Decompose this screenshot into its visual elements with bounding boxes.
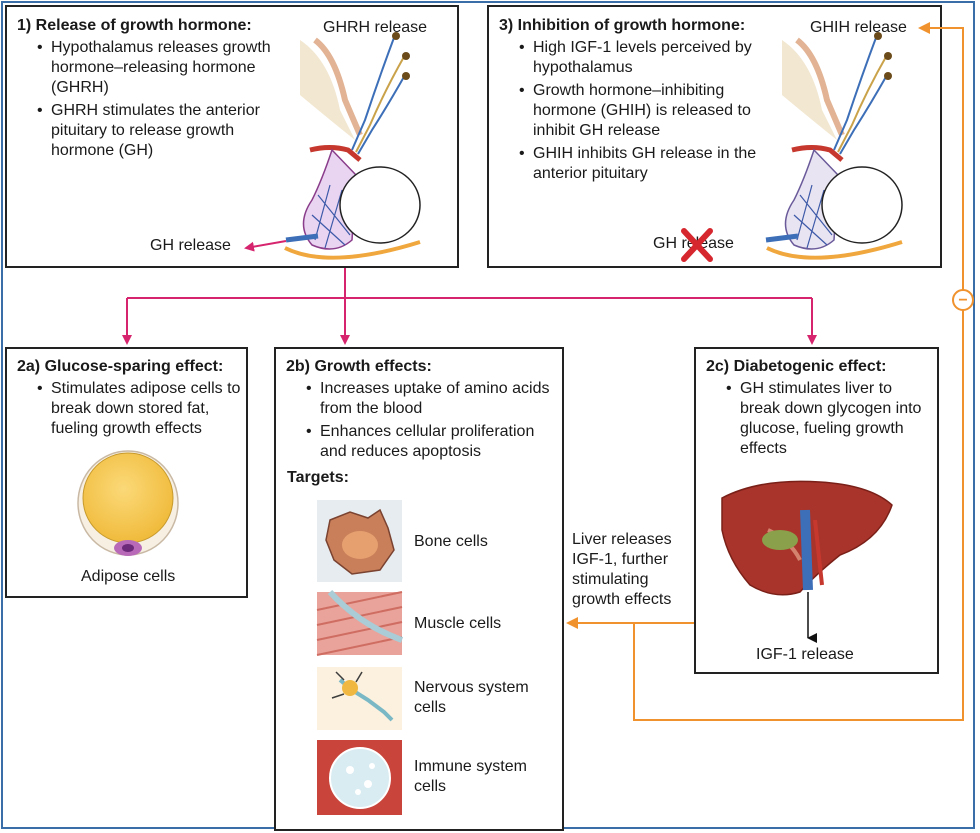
panel-glucose-sparing-bullets: Stimulates adipose cells to break down s…: [35, 379, 245, 442]
bullet: Stimulates adipose cells to break down s…: [35, 379, 245, 439]
igf1-release-label: IGF-1 release: [756, 646, 854, 663]
panel-inhibition-gh-title: 3) Inhibition of growth hormone:: [499, 17, 746, 34]
target-label-muscle: Muscle cells: [414, 615, 502, 632]
bullet: Enhances cellular proliferation and redu…: [304, 422, 562, 462]
bullet: GHRH stimulates the anterior pituitary t…: [35, 101, 285, 161]
pituitary-gland-icon: [284, 32, 421, 260]
panel-diabetogenic-bullets: GH stimulates liver to break down glycog…: [724, 379, 936, 462]
gh-distribution-arrows: [122, 240, 817, 345]
bullet: Hypothalamus releases growth hormone–rel…: [35, 38, 285, 98]
panel-growth-effects-title: 2b) Growth effects:: [286, 358, 432, 375]
pituitary-gland-icon: [765, 32, 903, 260]
liver-releases-note: Liver releases IGF-1, further stimulatin…: [572, 531, 672, 608]
ghrh-release-label: GHRH release: [323, 19, 428, 36]
target-label-bone: Bone cells: [414, 533, 488, 550]
bullet: Growth hormone–inhibiting hormone (GHIH)…: [517, 81, 777, 141]
panel-release-gh-title: 1) Release of growth hormone:: [17, 17, 252, 34]
inhibited-x-icon: [681, 228, 713, 262]
bullet: GHIH inhibits GH release in the anterior…: [517, 144, 777, 184]
target-label-nervous: Nervous system cells: [414, 679, 529, 716]
ghih-release-label: GHIH release: [810, 19, 907, 36]
inhibition-minus-icon: −: [952, 289, 974, 311]
panel-release-gh-bullets: Hypothalamus releases growth hormone–rel…: [35, 38, 285, 164]
immune-cell-icon: [317, 740, 402, 815]
gh-release-label: GH release: [150, 237, 231, 254]
adipose-cells-label: Adipose cells: [81, 568, 176, 585]
igf1-feedback-loop: [566, 22, 964, 721]
muscle-cell-icon: [316, 589, 404, 656]
bullet: GH stimulates liver to break down glycog…: [724, 379, 936, 459]
bullet: High IGF-1 levels perceived by hypothala…: [517, 38, 777, 78]
bullet: Increases uptake of amino acids from the…: [304, 379, 562, 419]
bone-cell-icon: [317, 500, 402, 582]
target-label-immune: Immune system cells: [414, 758, 527, 795]
panel-glucose-sparing-title: 2a) Glucose-sparing effect:: [17, 358, 224, 375]
panel-inhibition-gh-bullets: High IGF-1 levels perceived by hypothala…: [517, 38, 777, 187]
adipose-cell-icon: [77, 450, 179, 556]
panel-growth-effects-bullets: Increases uptake of amino acids from the…: [304, 379, 562, 465]
svg-text:−: −: [958, 292, 967, 309]
panel-diabetogenic-title: 2c) Diabetogenic effect:: [706, 358, 887, 375]
liver-icon: [721, 480, 893, 596]
nerve-cell-icon: [317, 667, 402, 730]
targets-heading: Targets:: [287, 469, 349, 486]
